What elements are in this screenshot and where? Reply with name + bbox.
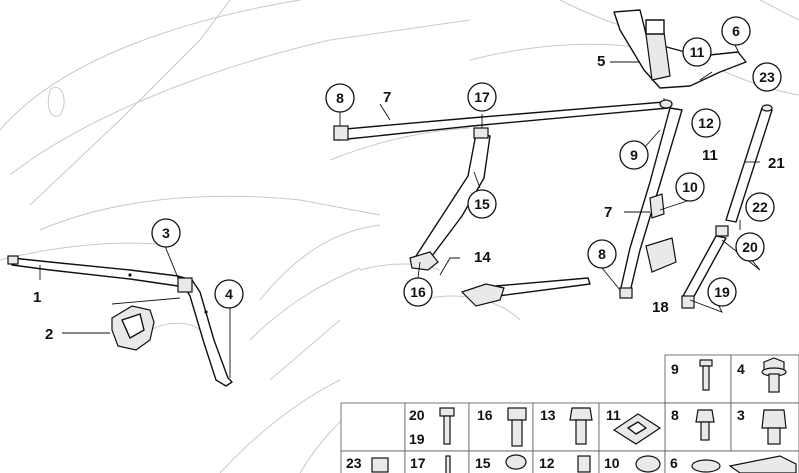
- table-label-16: 16: [477, 407, 493, 423]
- bracket-shim-icon: [691, 455, 797, 473]
- svg-text:23: 23: [759, 69, 775, 85]
- callout-1: 1: [33, 289, 41, 306]
- callout-19: 19: [707, 277, 737, 307]
- table-label-11: 11: [606, 407, 621, 423]
- svg-text:22: 22: [752, 199, 768, 215]
- bolt-icon: [695, 409, 715, 441]
- callout-11-plain: 11: [702, 147, 718, 164]
- table-label-15: 15: [475, 455, 491, 471]
- table-label-9: 9: [671, 361, 679, 377]
- callout-6: 6: [721, 16, 751, 46]
- callout-12: 12: [691, 108, 721, 138]
- table-label-20: 20: [409, 407, 425, 423]
- callout-14: 14: [474, 249, 491, 266]
- bolt-icon: [699, 359, 713, 391]
- callout-15: 15: [467, 189, 497, 219]
- strut-bar-diagonal: [409, 127, 491, 271]
- svg-text:15: 15: [474, 196, 490, 212]
- stud-nut-icon: [761, 409, 787, 445]
- callout-4: 4: [214, 279, 244, 309]
- parts-table: 9 4 8 3 20 19 16 13 11 23 17 15 12 10 6: [340, 354, 799, 473]
- callout-8-upper: 8: [325, 83, 355, 113]
- table-label-12: 12: [539, 455, 555, 471]
- callout-9: 9: [619, 140, 649, 170]
- upper-mount-bracket: [613, 9, 747, 89]
- svg-text:8: 8: [598, 246, 606, 262]
- strut-end-8: [333, 125, 349, 141]
- svg-text:4: 4: [225, 286, 233, 302]
- callout-5: 5: [597, 53, 605, 70]
- callout-18: 18: [652, 299, 669, 316]
- table-label-6: 6: [670, 455, 678, 471]
- callout-20: 20: [735, 232, 765, 262]
- svg-text:12: 12: [698, 115, 714, 131]
- svg-text:8: 8: [336, 90, 344, 106]
- strut-brace-front: [7, 255, 233, 387]
- bracket-end-left: [7, 255, 19, 265]
- bolt-icon: [507, 407, 527, 447]
- nut-icon: [371, 457, 389, 473]
- svg-text:20: 20: [742, 239, 758, 255]
- svg-text:11: 11: [690, 44, 705, 60]
- bolt-icon: [577, 455, 591, 473]
- table-label-19: 19: [409, 431, 425, 447]
- table-label-13: 13: [540, 407, 556, 423]
- callout-7-upper: 7: [383, 89, 391, 106]
- svg-text:9: 9: [630, 147, 638, 163]
- table-label-23: 23: [346, 455, 362, 471]
- nut-icon: [505, 454, 527, 470]
- strut-bar-right: [619, 107, 683, 299]
- callout-10: 10: [675, 172, 705, 202]
- svg-text:19: 19: [714, 284, 730, 300]
- callout-23: 23: [752, 62, 782, 92]
- table-label-8: 8: [671, 407, 679, 423]
- callout-17: 17: [467, 82, 497, 112]
- callout-8-lower: 8: [587, 239, 617, 269]
- flange-nut-icon: [635, 455, 661, 473]
- callout-21: 21: [768, 155, 785, 172]
- svg-text:3: 3: [162, 225, 170, 241]
- clip-nut-icon: [612, 413, 662, 445]
- strut-bar-lower: [460, 277, 591, 307]
- callout-22: 22: [745, 192, 775, 222]
- callout-11: 11: [682, 37, 712, 67]
- bracket-joint: [177, 277, 193, 293]
- strut-bar-upper: [333, 99, 673, 141]
- svg-text:10: 10: [682, 179, 698, 195]
- stud-icon: [445, 455, 451, 473]
- callout-7-right: 7: [604, 204, 612, 221]
- mount-bracket: [111, 297, 181, 351]
- table-label-17: 17: [410, 455, 426, 471]
- callout-16: 16: [403, 277, 433, 307]
- callout-3: 3: [151, 218, 181, 248]
- svg-text:6: 6: [732, 23, 740, 39]
- screw-icon: [439, 407, 455, 445]
- collar-bolt-icon: [761, 357, 787, 393]
- svg-text:17: 17: [474, 89, 490, 105]
- table-label-10: 10: [604, 455, 620, 471]
- strut-foot-16: [409, 251, 439, 271]
- svg-text:16: 16: [410, 284, 426, 300]
- callout-2: 2: [45, 326, 53, 343]
- strut-bar-rear: [681, 104, 773, 309]
- bolt-icon: [569, 407, 593, 445]
- table-label-4: 4: [737, 361, 745, 377]
- table-label-3: 3: [737, 407, 745, 423]
